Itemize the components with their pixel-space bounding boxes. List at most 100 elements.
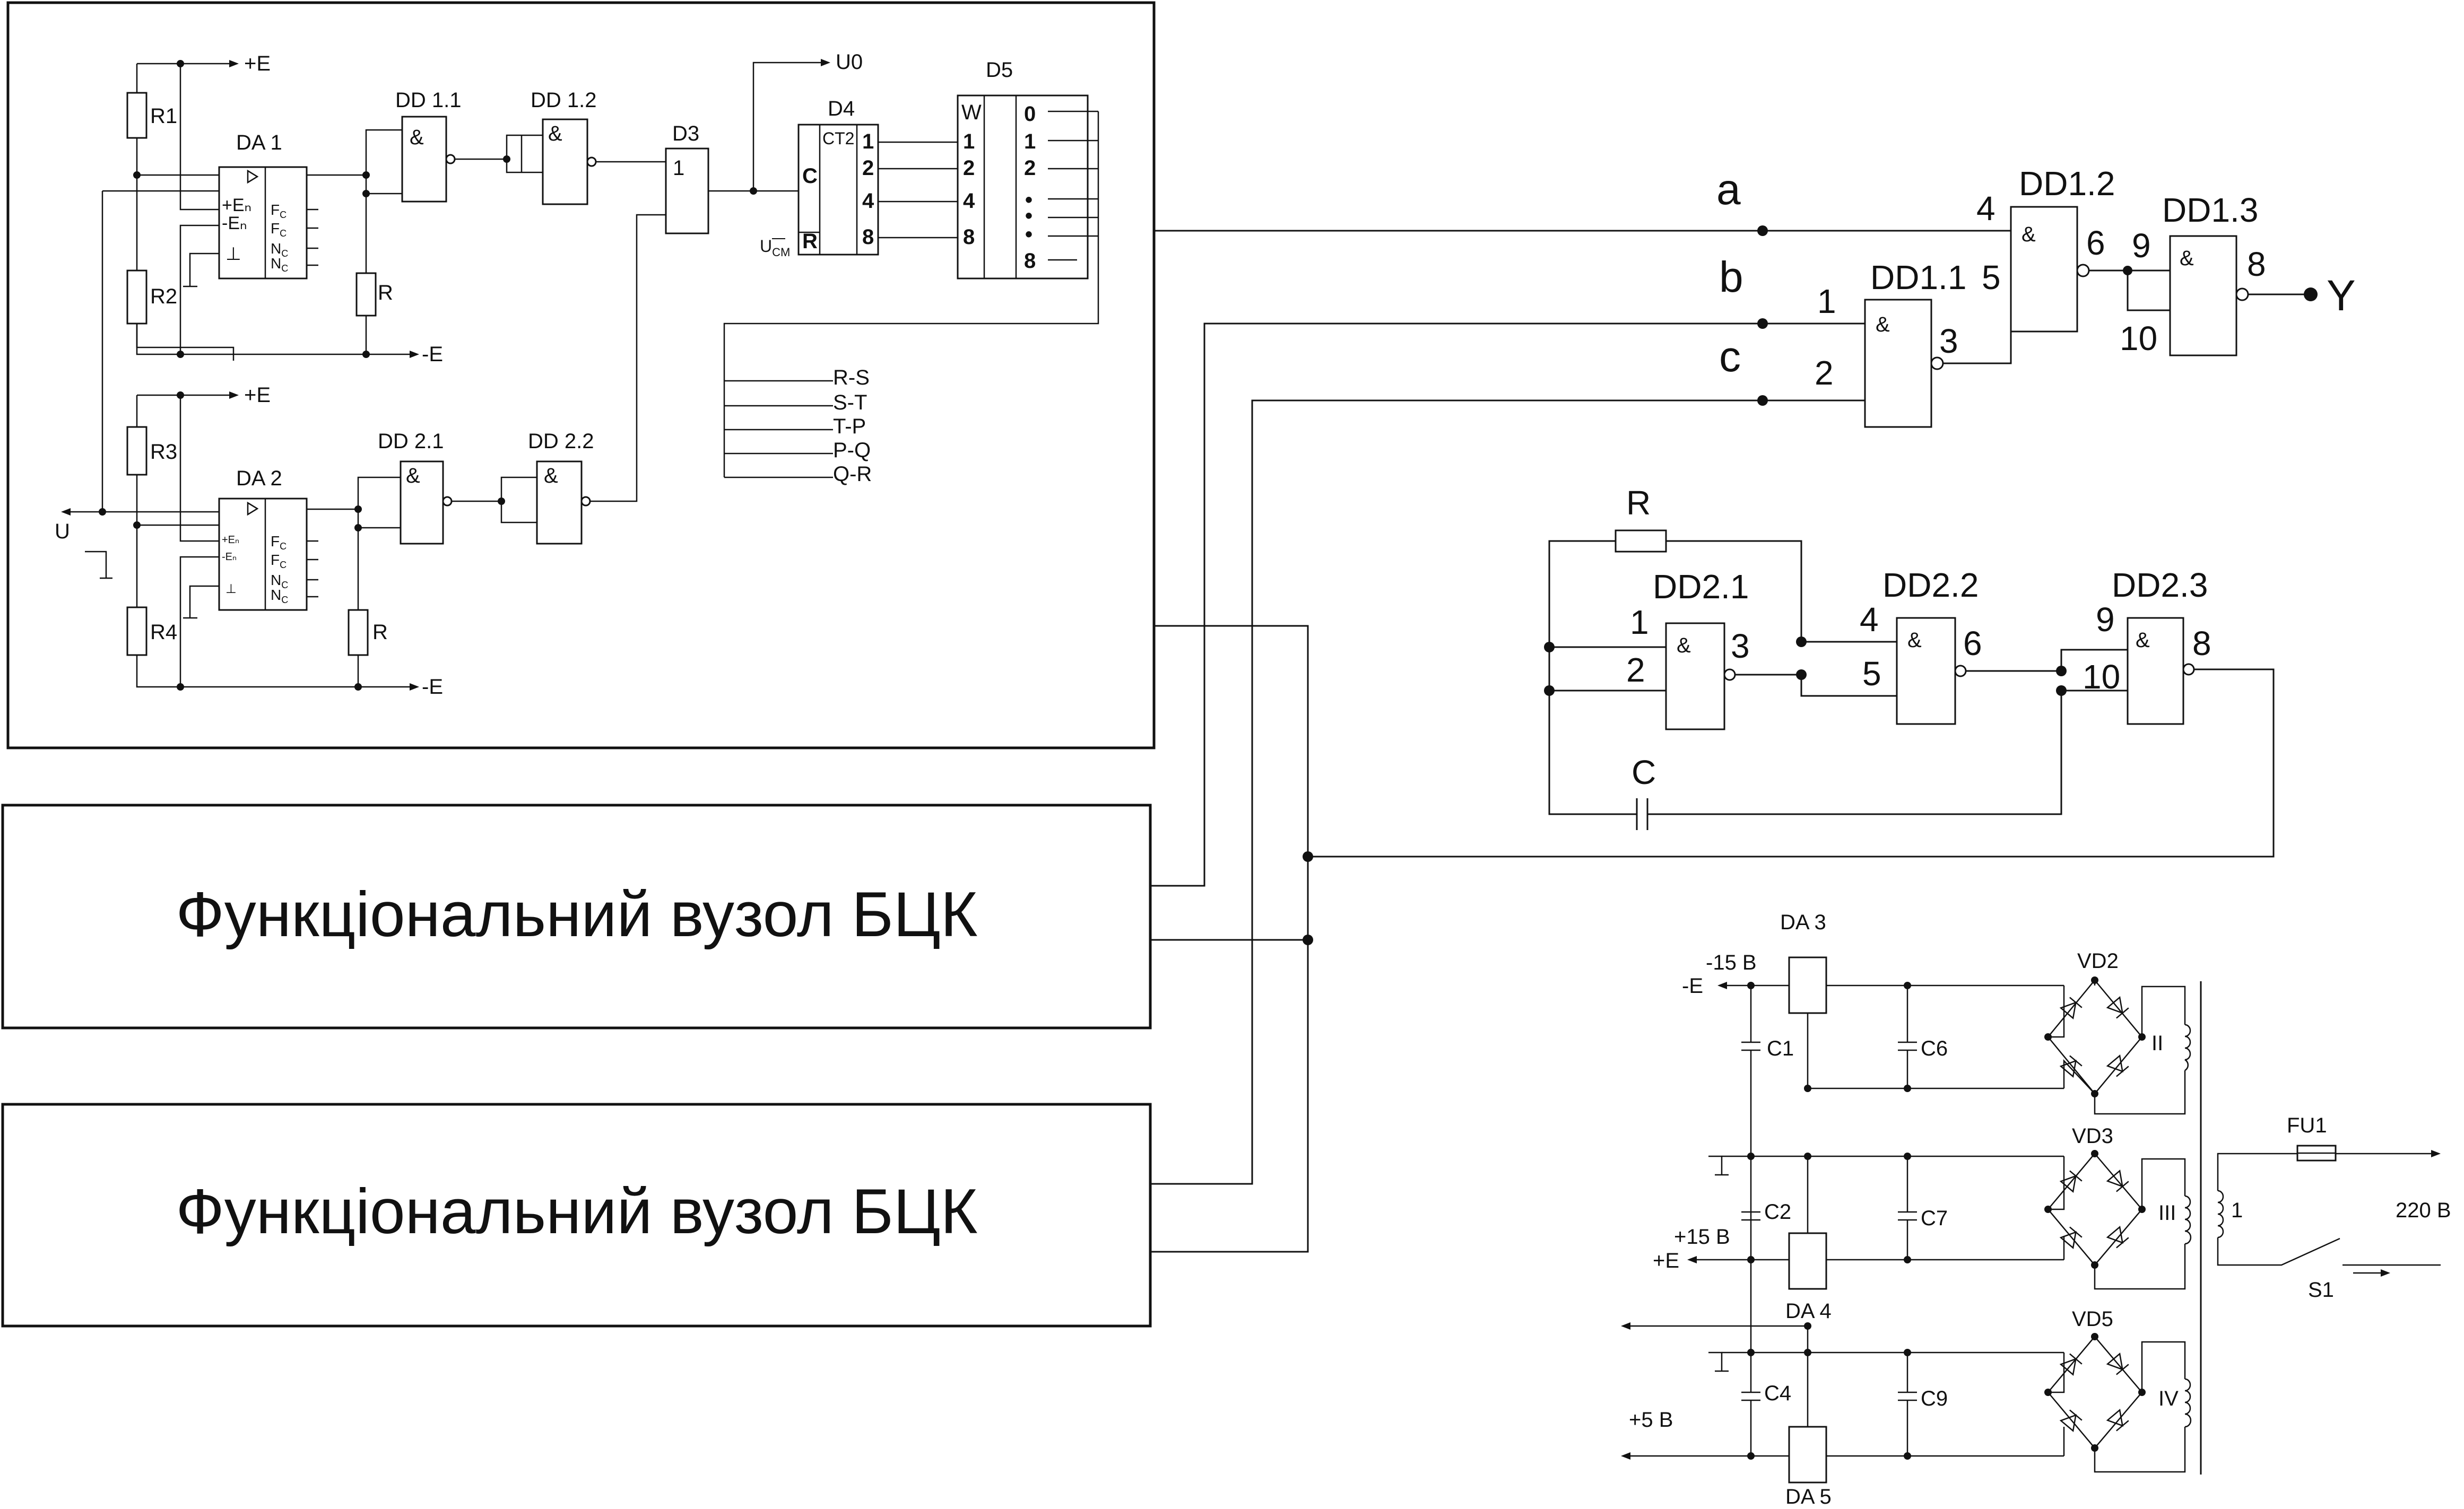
or-gate-d3-label: D3 (672, 122, 699, 145)
logic-dd13-pin10: 10 (2120, 319, 2157, 357)
winding-iii-label: III (2158, 1201, 2176, 1225)
psu-out-neg15: -15 В (1706, 951, 1757, 974)
counter-ucm-label: UCM (760, 237, 790, 259)
gate-dd21-symbol: & (406, 464, 420, 487)
counter-out-4: 4 (862, 189, 874, 213)
winding-primary-label: 1 (2231, 1199, 2243, 1222)
input-u-label: U (55, 520, 70, 543)
gate-dd12-label: DD 1.2 (531, 89, 597, 112)
decoder-out-dot3: • (1025, 223, 1033, 246)
output-logic: a b c DD1.1 & 1 2 3 DD1.2 & 4 5 6 DD1.3 … (1716, 164, 2356, 428)
supply-neg-label: -E (422, 343, 443, 366)
resistor-r4-label: R4 (150, 621, 177, 644)
logic-gate-dd11-symbol: & (1876, 313, 1890, 336)
logic-gate-dd13-label: DD1.3 (2162, 191, 2258, 229)
bus-label-st: S-T (833, 391, 867, 414)
decoder-in-8: 8 (963, 225, 975, 249)
counter-d4-reset: R (802, 230, 818, 253)
gate-dd11-symbol: & (410, 126, 424, 149)
channel-2: +E R3 R4 -E U DA 2 +E (55, 214, 666, 699)
gate-dd11 (401, 116, 447, 203)
logic-dd11-pin3: 3 (1939, 322, 1958, 360)
bus-label-rs: R-S (833, 366, 870, 389)
logic-gate-dd12-label: DD1.2 (2019, 164, 2115, 203)
cap-c7-label: C7 (1921, 1207, 1948, 1230)
resistor-r-label-2: R (372, 621, 388, 644)
decoder-in-2: 2 (963, 156, 975, 180)
gen-dd23-pin10: 10 (2083, 658, 2120, 696)
interconnect-wires (1150, 230, 2275, 1253)
gen-dd21-pin3: 3 (1731, 627, 1750, 665)
bus-label-tp: T-P (833, 415, 866, 438)
logic-dd12-pin5: 5 (1982, 258, 2001, 296)
bridge-vd2-label: VD2 (2077, 949, 2119, 973)
gen-gate-dd21-symbol: & (1677, 634, 1691, 657)
input-c-label: c (1719, 333, 1741, 381)
supply-pos-label-2: +E (244, 383, 271, 407)
gate-dd12 (542, 118, 588, 205)
signal-processing-block: +E R1 R2 -E DA 1 +Eₙ (6, 1, 1156, 749)
regulator-da5-label: DA 5 (1785, 1485, 1832, 1508)
opamp-da2-pin-pos: +Eₙ (222, 534, 239, 546)
bridge-vd3-label: VD3 (2072, 1124, 2113, 1148)
generator: R C DD2.1 & 1 2 3 DD2.2 & 4 5 6 (1544, 484, 2211, 830)
decoder-in-w: W (961, 101, 982, 124)
logic-gate-dd11 (1864, 299, 1932, 428)
gen-dd22-pin5: 5 (1862, 655, 1881, 693)
gen-gate-dd22 (1896, 617, 1956, 725)
gate-dd22-label: DD 2.2 (528, 430, 594, 453)
supply-pos-label: +E (244, 52, 271, 75)
bridge-vd2: VD2 (2044, 949, 2146, 1097)
gen-dd21-pin1: 1 (1630, 603, 1649, 641)
or-gate-d3 (665, 147, 709, 234)
bus-label-pq: P-Q (833, 439, 871, 462)
bck-block-1-title: Функціональний вузол БЦК (176, 879, 977, 950)
gen-gate-dd23-label: DD2.3 (2112, 566, 2208, 604)
gate-dd11-label: DD 1.1 (395, 89, 462, 112)
mains-label: 220 В (2396, 1199, 2451, 1222)
supply-neg-label-2: -E (422, 675, 443, 699)
logic-dd13-pin9: 9 (2132, 226, 2151, 265)
logic-dd13-pin8: 8 (2247, 245, 2266, 283)
counter-out-2: 2 (862, 156, 874, 180)
bridge-vd5: VD5 (2044, 1307, 2146, 1452)
decoder-out-0: 0 (1024, 102, 1036, 126)
psu-out-pos5: +5 В (1629, 1408, 1673, 1432)
gen-gate-dd23 (2127, 617, 2184, 725)
resistor-r3-label: R3 (150, 440, 177, 464)
gen-dd22-pin6: 6 (1963, 624, 1982, 662)
logic-gate-dd12 (2010, 206, 2078, 333)
regulator-da3-label: DA 3 (1780, 911, 1826, 934)
opamp-da2-pin-gnd: ⊥ (225, 582, 237, 596)
opamp-da1-pin-neg: -Eₙ (222, 213, 247, 233)
or-gate-d3-symbol: 1 (673, 156, 684, 180)
generator-r-label: R (1626, 484, 1651, 522)
decoder-d5-label: D5 (986, 58, 1013, 82)
gate-dd22-symbol: & (544, 464, 558, 487)
logic-dd12-pin4: 4 (1976, 189, 1996, 228)
counter-out-8: 8 (862, 225, 874, 249)
logic-dd12-pin6: 6 (2086, 224, 2105, 262)
fuse-fu1-label: FU1 (2287, 1114, 2327, 1137)
gate-dd12-symbol: & (548, 122, 562, 145)
power-supply: DA 3 -15 В -E C1 C6 VD2 (1621, 911, 2451, 1508)
logic-gate-dd13 (2169, 235, 2237, 356)
gen-gate-dd21-label: DD2.1 (1653, 568, 1749, 606)
gate-dd21-label: DD 2.1 (378, 430, 444, 453)
gen-dd23-pin8: 8 (2192, 624, 2211, 662)
counter-d4-clock: C (802, 164, 818, 188)
bck-block-2: Функціональний вузол БЦК (1, 1103, 1152, 1328)
gen-gate-dd22-label: DD2.2 (1882, 566, 1979, 604)
logic-dd11-pin1: 1 (1817, 282, 1836, 320)
cap-c6-label: C6 (1921, 1037, 1948, 1060)
switch-s1-label: S1 (2308, 1278, 2334, 1302)
gen-gate-dd21 (1665, 622, 1725, 730)
gen-dd23-pin9: 9 (2096, 600, 2115, 639)
generator-c-label: C (1632, 753, 1656, 791)
resistor-r-label-1: R (378, 281, 393, 304)
decoder-in-4: 4 (963, 189, 975, 213)
opamp-da2-pin-neg: -Eₙ (222, 551, 237, 563)
input-a-label: a (1716, 165, 1741, 214)
opamp-da1-pin-pos: +Eₙ (222, 195, 251, 215)
